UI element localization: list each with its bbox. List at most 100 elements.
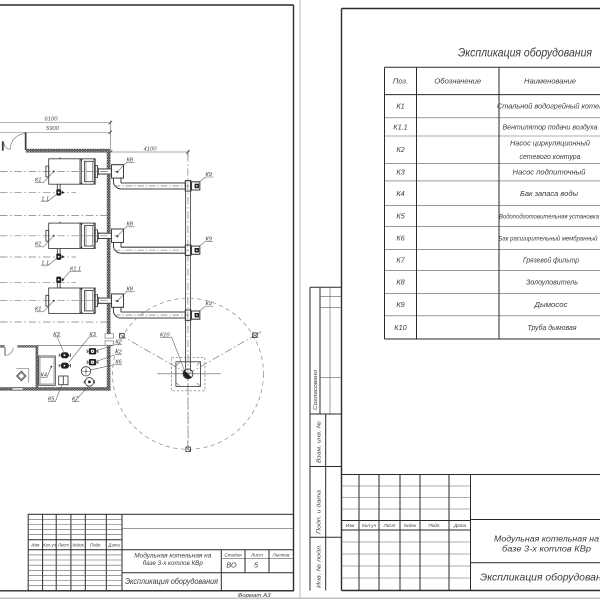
stage-label: Стадия [224, 552, 242, 557]
svg-text:К10: К10 [160, 332, 170, 338]
row-pos: К4 [396, 189, 404, 198]
svg-text:К9: К9 [206, 236, 212, 242]
boiler-group-1: К1 1.1 К8 К9 [0, 156, 214, 202]
margin-strip: Согласовано Взам. инв. № Подп. и дата Ин… [309, 286, 342, 591]
row-name: Бак запаса воды [520, 189, 579, 198]
right-title-block: Изм Кол.уч Лист №док Подп. Дата Модульна… [341, 474, 600, 591]
svg-text:К1: К1 [35, 242, 41, 248]
sheet-label: Лист [250, 552, 263, 557]
boiler-room-plan: 6100 5900 4100 [0, 117, 264, 453]
wall-room-top-b [17, 345, 36, 348]
svg-text:К1: К1 [35, 177, 41, 183]
col-ndok: №док [72, 543, 84, 548]
flue-overlay-3 [97, 293, 201, 321]
svg-text:К4: К4 [41, 373, 47, 379]
sheets-label: Листов [272, 552, 290, 557]
label-k10: К10 [160, 332, 185, 370]
equipment-table: Экспликация оборудования Поз. Обозначени… [384, 47, 600, 340]
svg-text:К8: К8 [127, 157, 134, 163]
label-k5: К5 [48, 384, 62, 403]
row-name: Бак расширительный мембранный [499, 235, 598, 243]
guy-wire-circle [112, 297, 264, 450]
label-k3-1: К3 [53, 332, 64, 352]
sheet-title-right: Экспликация оборудования [480, 571, 600, 583]
tank-k4: К4 [38, 355, 56, 386]
svg-text:К9: К9 [206, 301, 212, 307]
svg-text:К2: К2 [115, 340, 122, 346]
svg-text:4100: 4100 [144, 147, 158, 153]
label-k8-3: К8 [117, 287, 135, 301]
svg-text:1.1: 1.1 [41, 261, 49, 267]
row-pos: К1.1 [393, 122, 407, 131]
svg-text:К2: К2 [115, 350, 122, 356]
project-name-line2: базе 3-х котлов КВр [143, 560, 204, 567]
water-treatment-k5 [58, 375, 69, 386]
row-name2: сетевого контура [520, 152, 581, 161]
col-izm: Изм [31, 543, 39, 548]
filter-k7 [83, 377, 96, 387]
row-name: Насос циркуляционный [510, 138, 590, 147]
col-list: Лист [57, 543, 69, 548]
svg-text:1.1: 1.1 [41, 196, 49, 202]
label-k1-2g: К1 [35, 236, 54, 248]
margin-label-replace-inv: Взам. инв. № [317, 421, 323, 463]
wall-right [106, 151, 111, 391]
col-podp: Подп. [90, 543, 101, 548]
label-k8-1: К8 [117, 157, 135, 172]
flue-overlay-1 [97, 164, 201, 192]
label-k2-1: К2 [96, 340, 123, 351]
row-pos: К8 [396, 278, 405, 287]
wall-room-top-a [0, 345, 5, 348]
boiler-group-2: К1 1.1 К8 К9 [0, 221, 214, 267]
guy-wire-2 [187, 335, 255, 375]
col-data: Дата [107, 543, 120, 548]
svg-text:К9: К9 [206, 172, 212, 178]
pump-k2-2 [86, 358, 99, 366]
svg-text:К8: К8 [127, 287, 134, 293]
sheet-number: 5 [254, 561, 259, 570]
label-k7: К7 [72, 386, 89, 403]
table-title: Экспликация оборудования [458, 47, 592, 60]
label-k8-2: К8 [117, 222, 135, 236]
wall-door-jamb [1, 141, 4, 151]
label-k1-1g: К1 [35, 172, 54, 183]
row-pos: К2 [396, 145, 404, 154]
format-note: Формат А3 [238, 593, 271, 599]
row-name: Труба дымовая [528, 323, 577, 332]
expansion-tank-k6 [80, 366, 92, 377]
row-name: Насос подпиточный [513, 168, 586, 177]
th-pos: Поз. [393, 77, 408, 86]
row-name: Стальной водогрейный котел [497, 102, 600, 111]
label-k2-2: К2 [96, 350, 123, 362]
margin-label-agreed: Согласовано [313, 370, 319, 410]
row-pos: К1 [396, 102, 404, 111]
th-name: Наименование [524, 77, 576, 86]
svg-text:К7: К7 [72, 397, 79, 403]
chimney: К10 [112, 297, 264, 453]
sheet-title-left: Экспликация оборудования [125, 576, 218, 586]
guy-wire-1 [122, 335, 189, 375]
floor-drain [16, 368, 30, 383]
wall-room-inner [35, 345, 39, 391]
table-rows: К1 Стальной водогрейный котел К1.1 Венти… [393, 102, 600, 332]
svg-text:К3: К3 [53, 332, 60, 338]
pump-k2-1 [86, 347, 99, 355]
svg-text:К1.1: К1.1 [70, 266, 81, 272]
wall-bottom-a [0, 387, 13, 391]
col-koluch: Кол.уч [43, 543, 56, 548]
project-name-line2: базе 3-х котлов КВр [502, 544, 592, 553]
label-fan-1: 1.1 [41, 194, 57, 202]
row-name: Грязевой фильтр [523, 256, 579, 265]
label-fan-3: К1.1 [62, 266, 81, 280]
entrance-door [3, 132, 27, 150]
stage-value: ВО [226, 561, 237, 570]
pipe-sleeve-1 [104, 333, 114, 339]
row-name: Дымосос [533, 300, 567, 309]
label-k1-3g: К1 [35, 301, 54, 313]
pump-k3-1 [58, 351, 71, 359]
label-k9-2: К9 [199, 236, 214, 247]
col-izm: Изм [346, 523, 355, 528]
row-pos: К6 [396, 234, 405, 243]
